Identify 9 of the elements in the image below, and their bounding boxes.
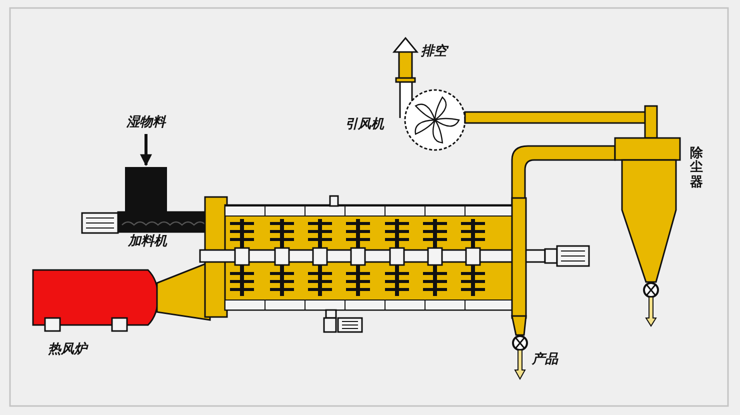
exhaust-label: 排空: [421, 45, 447, 60]
furnace-label: 热风炉: [48, 343, 87, 358]
fan-label: 引风机: [345, 118, 384, 132]
feed-hopper: [125, 167, 167, 213]
material-label: 湿物料: [125, 116, 168, 130]
arrow: [140, 134, 152, 166]
dust-collector-label: 除尘器: [690, 147, 703, 190]
product-label: 产品: [532, 353, 558, 368]
feeder-label: 加料机: [128, 235, 167, 250]
